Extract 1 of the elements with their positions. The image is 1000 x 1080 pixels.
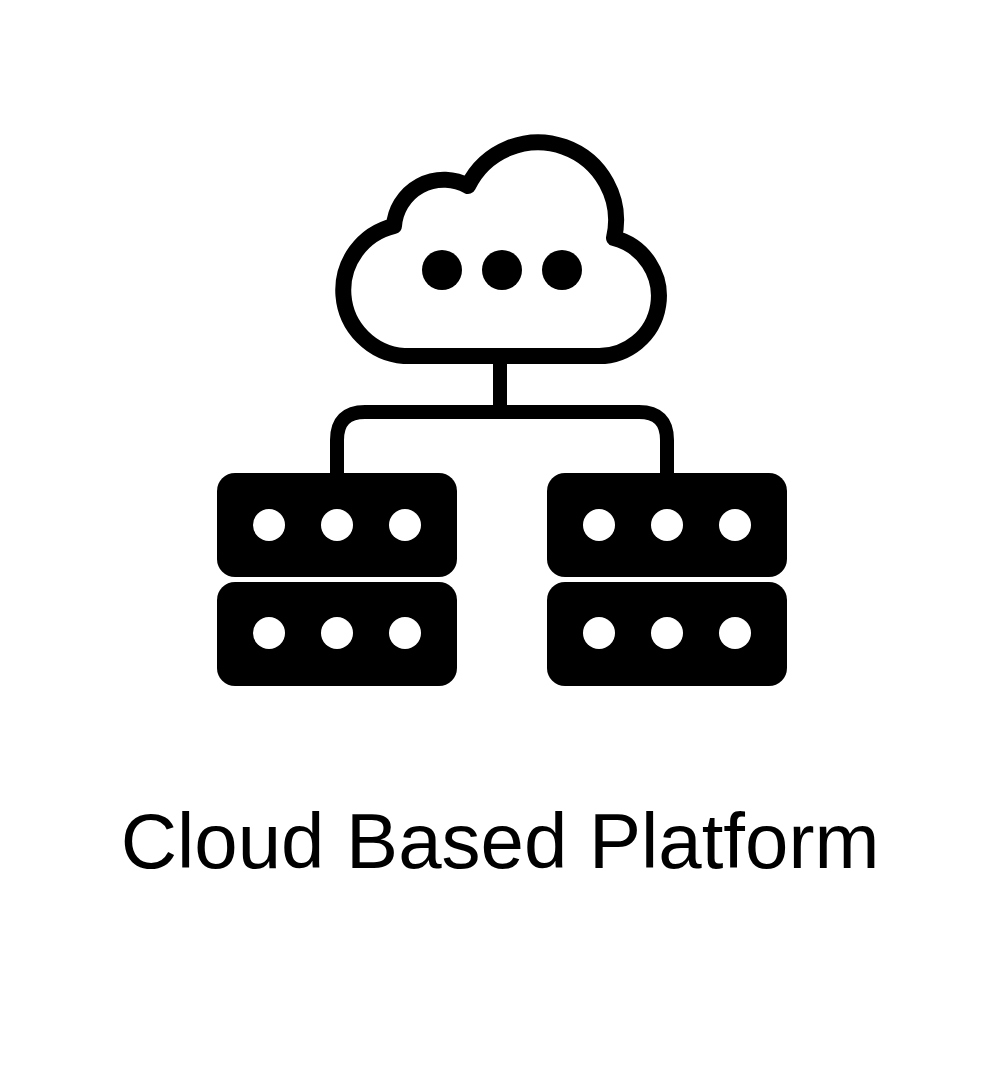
title: Cloud Based Platform: [120, 797, 880, 885]
